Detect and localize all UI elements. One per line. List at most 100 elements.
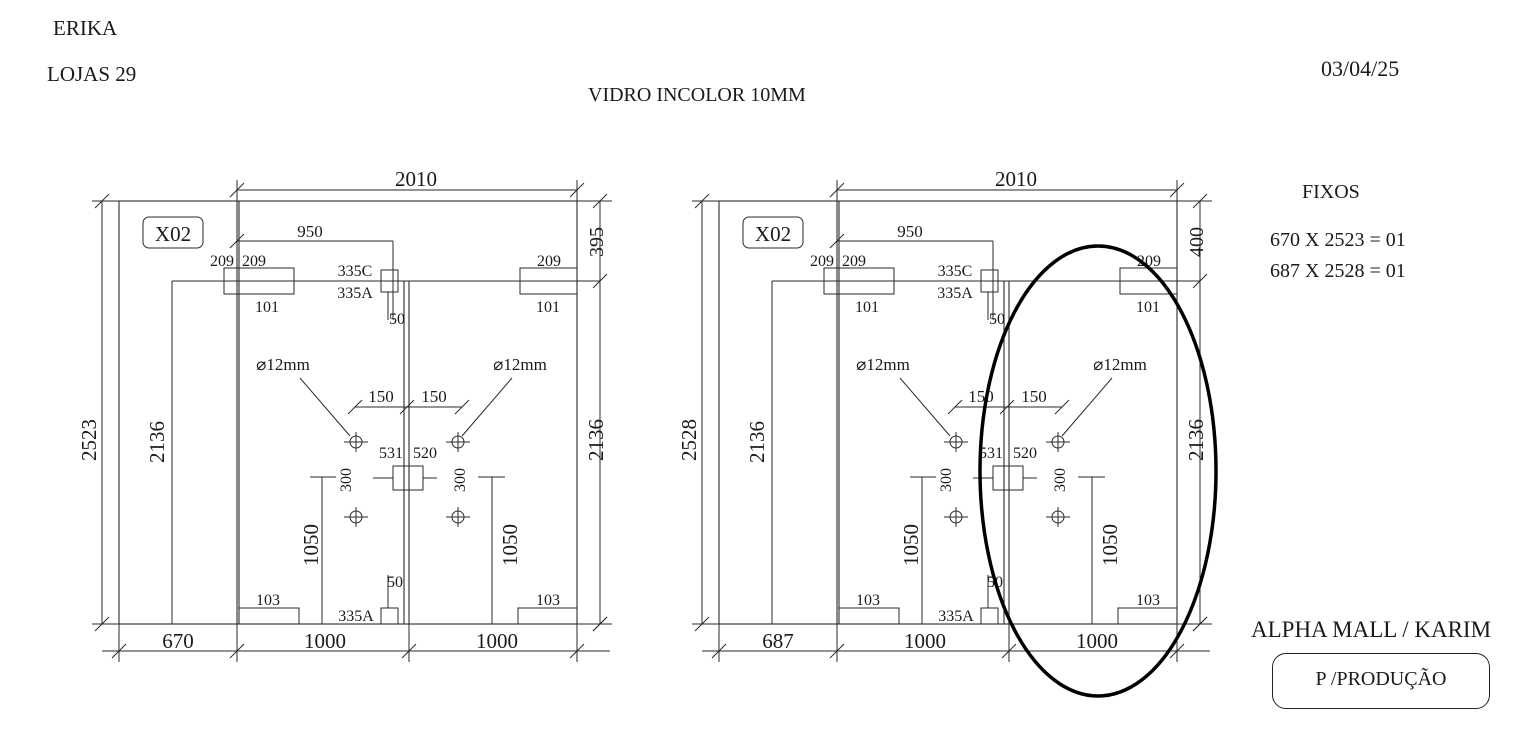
hole-spacing-left-label: 150: [968, 387, 994, 406]
part-103-label: 103: [1136, 592, 1160, 609]
part-335a-label: 335A: [937, 285, 973, 302]
handle-right-label: 1050: [1098, 524, 1122, 566]
part-103-label: 103: [856, 592, 880, 609]
tag-box: [742, 216, 804, 249]
part-101-label: 101: [536, 299, 560, 316]
hole-vertical-left-label: 300: [338, 468, 355, 492]
top-hinge-right: [519, 267, 578, 295]
dimension-tick: [399, 399, 415, 415]
dim-fixed-width-label: 670: [162, 629, 194, 653]
bottom-patch-right: [1117, 607, 1178, 625]
hinge-209-label: 209: [810, 253, 834, 270]
hinge-209-label: 209: [537, 253, 561, 270]
drawing-date: 03/04/25: [1321, 56, 1400, 81]
hinge-209-label: 209: [210, 253, 234, 270]
gap-50-label: 50: [387, 574, 403, 591]
handle-left-label: 1050: [899, 524, 923, 566]
lock-531-label: 531: [979, 445, 1003, 462]
dim-overall-width-label: 2010: [395, 167, 437, 191]
dim-fixed-height-label: 2136: [145, 421, 169, 463]
hole-spacing-right-label: 150: [1021, 387, 1047, 406]
dim-door-right-width-label: 1000: [476, 629, 518, 653]
dim-overall-height-label: 2528: [677, 419, 701, 461]
leader-line: [461, 377, 513, 437]
tag-label: X02: [155, 222, 191, 246]
tag-box: [142, 216, 204, 249]
dim-overall-height-label: 2523: [77, 419, 101, 461]
leader-line: [899, 377, 951, 437]
bottom-patch-right: [517, 607, 578, 625]
pivot-box-bottom: [380, 607, 399, 625]
gap-50-label: 50: [389, 311, 405, 328]
dim-fixed-width-label: 687: [762, 629, 794, 653]
highlight-ellipse: [978, 244, 1218, 698]
hole-diameter-right: ⌀12mm: [493, 355, 547, 374]
bottom-patch-left: [238, 607, 300, 625]
part-335c-label: 335C: [938, 263, 973, 280]
glass-outline: [118, 200, 578, 625]
dimension-tick: [1192, 616, 1208, 632]
part-101-label: 101: [855, 299, 879, 316]
hole-spacing-left-label: 150: [368, 387, 394, 406]
center-lock-box: [992, 465, 1024, 491]
dim-overall-width-label: 2010: [995, 167, 1037, 191]
handle-left-label: 1050: [299, 524, 323, 566]
hinge-209-label: 209: [842, 253, 866, 270]
project-name: ALPHA MALL / KARIM: [1251, 617, 1492, 642]
hole-vertical-right-label: 300: [452, 468, 469, 492]
part-335c-label: 335C: [338, 263, 373, 280]
gap-50-label: 50: [989, 311, 1005, 328]
part-335a-label: 335A: [337, 285, 373, 302]
production-badge: P /PRODUÇÃO: [1272, 653, 1490, 709]
part-103-label: 103: [536, 592, 560, 609]
hole-diameter-left: ⌀12mm: [856, 355, 910, 374]
dim-transom-label: 395: [586, 227, 608, 257]
top-hinge-left: [223, 267, 295, 295]
dimension-tick: [999, 399, 1015, 415]
pivot-box-top: [980, 269, 999, 293]
handle-right-label: 1050: [498, 524, 522, 566]
dim-door-height-label: 2136: [584, 419, 608, 461]
pivot-box-bottom: [980, 607, 999, 625]
dimension-tick: [1054, 399, 1070, 415]
leader-line: [1061, 377, 1113, 437]
lock-520-label: 520: [1013, 445, 1037, 462]
dim-fixed-height-label: 2136: [745, 421, 769, 463]
lock-531-label: 531: [379, 445, 403, 462]
fixos-item: 687 X 2528 = 01: [1270, 260, 1406, 282]
dim-transom-label: 400: [1186, 227, 1208, 257]
dimension-tick: [347, 399, 363, 415]
bottom-patch-left: [838, 607, 900, 625]
dim-door-height-label: 2136: [1184, 419, 1208, 461]
door-drawing-left: 2010 2523 2136 2136 395 670 1000 1000 X02 950 209 2…: [77, 167, 612, 662]
center-lock-box: [392, 465, 424, 491]
hole-vertical-right-label: 300: [1052, 468, 1069, 492]
hinge-209-label: 209: [242, 253, 266, 270]
part-101-label: 101: [255, 299, 279, 316]
fixos-item: 670 X 2523 = 01: [1270, 229, 1406, 251]
store-number: LOJAS 29: [47, 62, 137, 86]
dimension-tick: [592, 616, 608, 632]
dimension-tick: [829, 233, 845, 249]
dim-pivot-offset-label: 950: [297, 222, 323, 241]
part-335a-label: 335A: [938, 608, 974, 625]
production-badge-label: P /PRODUÇÃO: [1315, 668, 1447, 690]
hinge-209-label: 209: [1137, 253, 1161, 270]
hole-diameter-right: ⌀12mm: [1093, 355, 1147, 374]
top-hinge-left: [823, 267, 895, 295]
dim-pivot-offset-label: 950: [897, 222, 923, 241]
part-335a-label: 335A: [338, 608, 374, 625]
client-name: ERIKA: [53, 16, 118, 40]
dimension-tick: [454, 399, 470, 415]
dim-door-left-width-label: 1000: [904, 629, 946, 653]
door-drawing-right: 2010 2528 2136 2136 400 687 1000 1000 X02 950 209 2…: [677, 167, 1212, 662]
tag-label: X02: [755, 222, 791, 246]
hole-vertical-left-label: 300: [938, 468, 955, 492]
dim-door-left-width-label: 1000: [304, 629, 346, 653]
hole-diameter-left: ⌀12mm: [256, 355, 310, 374]
glass-outline: [718, 200, 1178, 625]
glass-specification: VIDRO INCOLOR 10MM: [588, 84, 806, 106]
dim-door-right-width-label: 1000: [1076, 629, 1118, 653]
dimension-tick: [947, 399, 963, 415]
